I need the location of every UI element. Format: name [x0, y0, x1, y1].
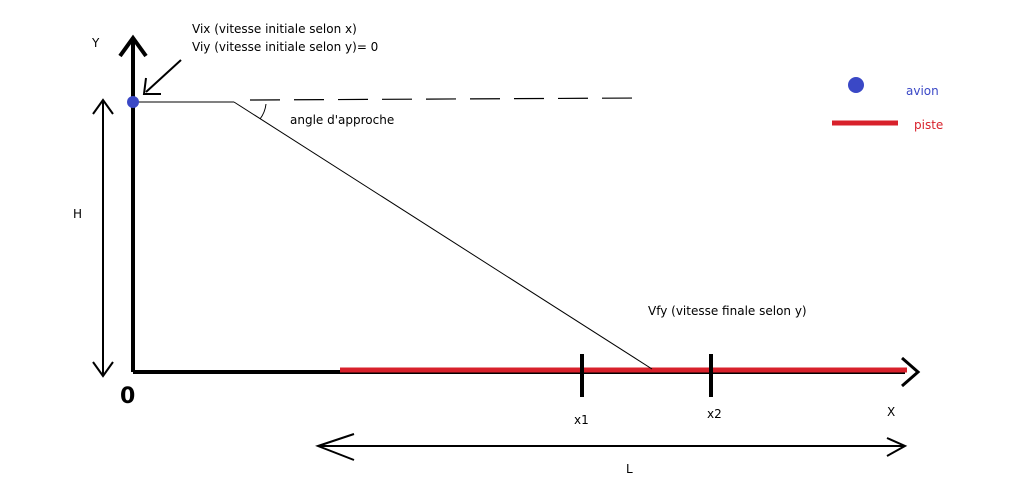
pointer-arrow: [145, 59, 182, 93]
height-arrow-top-head: [92, 98, 114, 115]
approach-angle-arc: [259, 103, 267, 120]
length-arrow-right-head: [886, 437, 908, 457]
vfy-label: Vfy (vitesse finale selon y): [648, 304, 807, 318]
y-axis-label: Y: [92, 36, 100, 50]
x-axis-arrowhead: [901, 356, 921, 388]
vix-label: Vix (vitesse initiale selon x): [192, 22, 357, 36]
y-axis-arrowhead: [118, 34, 148, 58]
legend-runway-label: piste: [914, 118, 944, 132]
pointer-arrow-head: [142, 77, 161, 95]
descent-path: [233, 101, 653, 370]
height-arrow-bottom-head: [92, 361, 114, 378]
angle-label: angle d'approche: [290, 113, 395, 127]
legend-plane-icon: [848, 77, 864, 93]
height-label: H: [73, 207, 83, 221]
x1-label: x1: [574, 413, 589, 427]
length-arrow-left-head: [315, 433, 355, 461]
horizontal-reference-dashed: [249, 97, 641, 101]
length-label: L: [626, 462, 633, 476]
viy-label: Viy (vitesse initiale selon y)= 0: [192, 40, 379, 54]
x-axis-label: X: [887, 405, 896, 419]
legend-plane-label: avion: [906, 84, 939, 98]
x2-label: x2: [707, 407, 722, 421]
origin-label: 0: [120, 384, 136, 409]
plane-marker: [127, 96, 139, 108]
